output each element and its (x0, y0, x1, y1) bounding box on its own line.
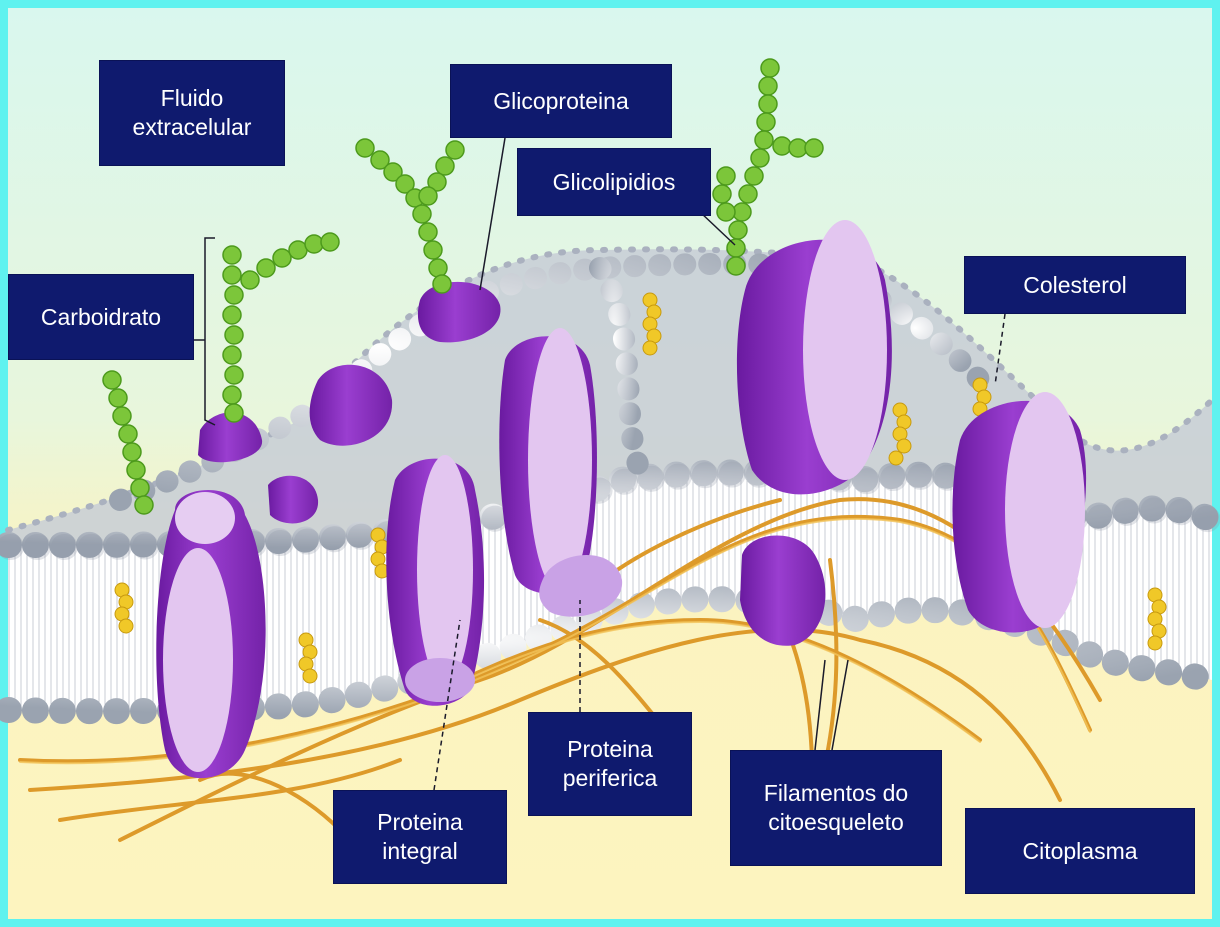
integral-protein-lower (740, 535, 825, 645)
integral-protein-right (952, 392, 1086, 633)
label-proteina-integral: Proteina integral (333, 790, 507, 884)
label-fluido-extracelular: Fluido extracelular (99, 60, 285, 166)
label-proteina-periferica: Proteina periferica (528, 712, 692, 816)
integral-protein-left (156, 490, 265, 778)
integral-protein-3 (499, 328, 597, 594)
label-glicoproteina: Glicoproteina (450, 64, 672, 138)
label-citoplasma: Citoplasma (965, 808, 1195, 894)
integral-protein-2 (386, 455, 484, 706)
label-colesterol: Colesterol (964, 256, 1186, 314)
label-glicolipidios: Glicolipidios (517, 148, 711, 216)
label-filamentos-citoesqueleto: Filamentos do citoesqueleto (730, 750, 942, 866)
label-carboidrato: Carboidrato (8, 274, 194, 360)
